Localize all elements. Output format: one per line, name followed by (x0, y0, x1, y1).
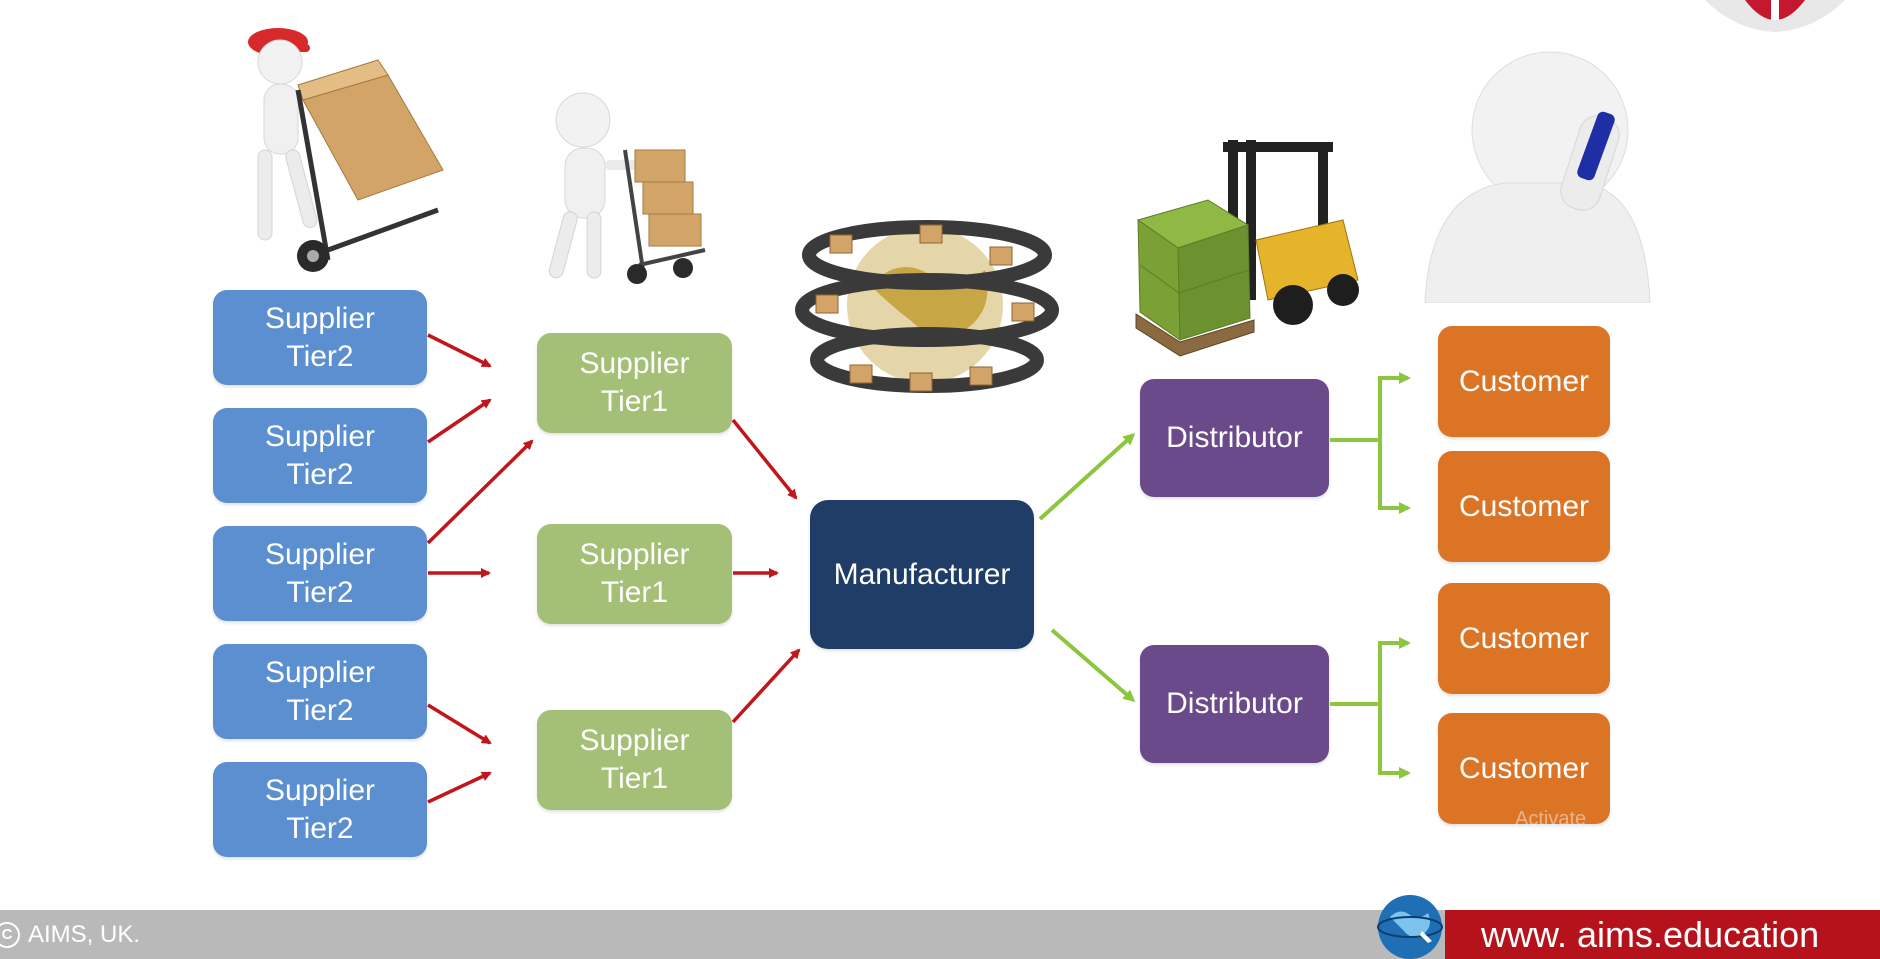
node-label: Supplier Tier1 (579, 538, 690, 609)
distributor-box: Distributor (1140, 645, 1329, 763)
arrow-t2e-to-t1c (427, 771, 492, 804)
supplier-tier2-box: Supplier Tier2 (213, 290, 427, 385)
manufacturer-box: Manufacturer (810, 500, 1034, 649)
node-label: Customer (1458, 621, 1590, 655)
arrow-t1a-to-mfr (731, 418, 798, 500)
arrow-t1c-to-mfr (731, 648, 801, 724)
customer-box: Customer (1438, 451, 1610, 562)
node-label: Manufacturer (833, 557, 1011, 591)
node-label: Supplier Tier2 (264, 419, 376, 491)
arrow-t2a-to-t1a (427, 333, 492, 368)
forklift-pallet-icon (1135, 140, 1359, 357)
node-label: Supplier Tier2 (264, 301, 376, 373)
worker-pushing-boxes-icon (548, 92, 706, 284)
supplier-tier2-box: Supplier Tier2 (213, 408, 427, 503)
customer-box: Customer (1438, 326, 1610, 437)
supplier-tier2-box: Supplier Tier2 (213, 644, 427, 739)
node-label: Supplier Tier2 (264, 537, 376, 609)
distributor-box: Distributor (1140, 379, 1329, 497)
globe-conveyor-icon (795, 220, 1059, 393)
node-label: Customer (1458, 364, 1590, 398)
arrow-mfr-to-dist2 (1050, 628, 1136, 702)
arrow-t2c-to-t1a (426, 439, 534, 545)
supplier-tier1-box: Supplier Tier1 (537, 710, 732, 810)
supplier-tier1-box: Supplier Tier1 (537, 524, 732, 624)
customer-box: Customer (1438, 583, 1610, 694)
node-label: Customer (1458, 751, 1590, 785)
activation-watermark: Activate (1515, 808, 1587, 830)
footer-copyright: C AIMS, UK. (0, 910, 140, 959)
website-banner: www. aims.education (1445, 910, 1880, 959)
person-on-phone-icon (1424, 51, 1651, 303)
footer-bar: C AIMS, UK. www. aims.education (0, 910, 1880, 959)
worker-with-hand-truck-icon (248, 28, 444, 272)
arrow-t2d-to-t1c (427, 703, 492, 745)
flag-emblem-icon (1705, 0, 1845, 32)
supplier-tier2-box: Supplier Tier2 (213, 526, 427, 621)
copyright-text: AIMS, UK. (28, 920, 141, 948)
node-label: Supplier Tier2 (264, 773, 376, 845)
arrow-t2b-to-t1a (427, 398, 492, 444)
customer-box: Customer (1438, 713, 1610, 824)
node-label: Distributor (1166, 687, 1303, 720)
node-label: Supplier Tier1 (579, 347, 690, 418)
website-link[interactable]: www. aims.education (1481, 913, 1820, 955)
arrow-mfr-to-dist1 (1038, 432, 1136, 521)
node-label: Distributor (1166, 421, 1303, 454)
supplier-tier1-box: Supplier Tier1 (537, 333, 732, 433)
copyright-icon: C (0, 921, 20, 948)
node-label: Supplier Tier1 (579, 724, 690, 795)
supplier-tier2-box: Supplier Tier2 (213, 762, 427, 857)
node-label: Supplier Tier2 (264, 655, 376, 727)
node-label: Customer (1458, 489, 1590, 523)
globe-icon (1377, 895, 1443, 959)
